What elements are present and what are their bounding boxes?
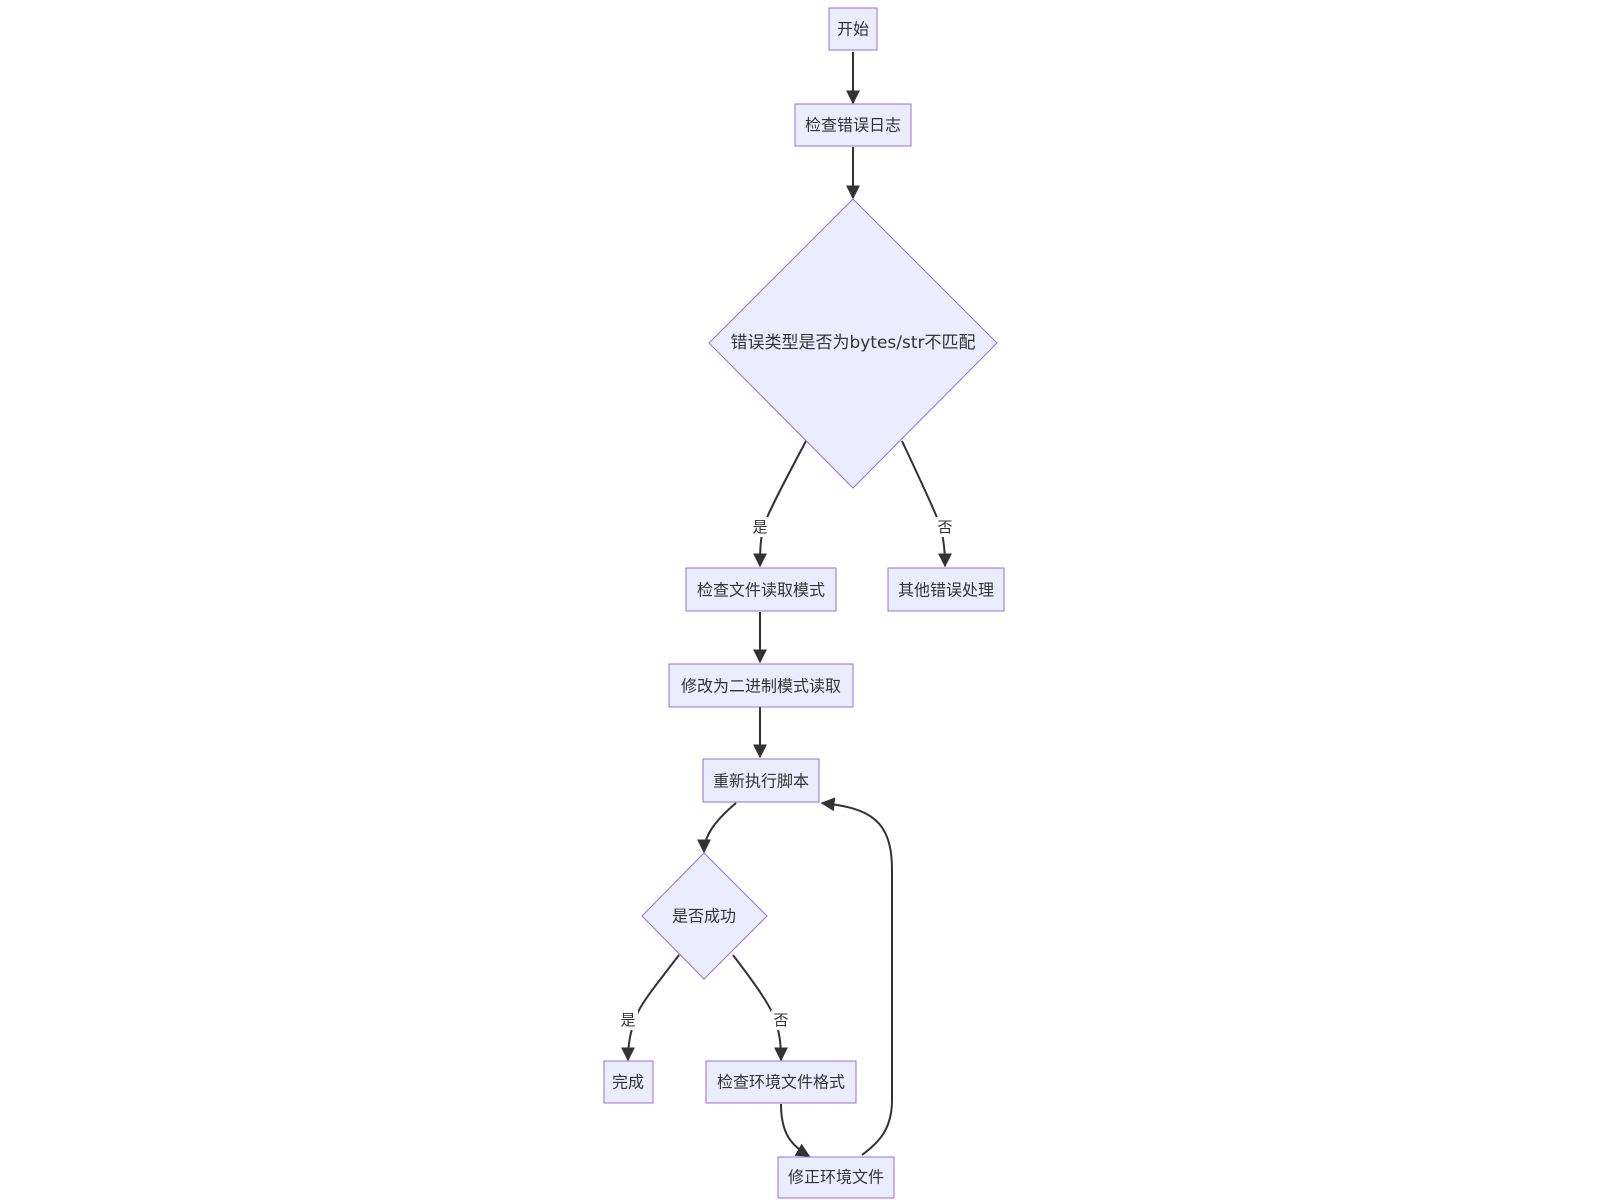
node-done-label: 完成 [612, 1073, 644, 1092]
node-check-read-mode-label: 检查文件读取模式 [697, 581, 825, 600]
node-fix-env-label: 修正环境文件 [788, 1168, 884, 1187]
node-other-errors-label: 其他错误处理 [898, 581, 994, 600]
decision-error-type-label: 错误类型是否为bytes/str不匹配 [730, 333, 975, 353]
node-rerun[interactable]: 重新执行脚本 [702, 758, 820, 803]
edge-label-type-no: 否 [935, 517, 955, 537]
edge-check-env-to-fix-env [780, 1103, 811, 1157]
edge-label-success-yes-text: 是 [620, 1011, 635, 1029]
edge-label-type-no-text: 否 [937, 518, 952, 536]
node-check-log[interactable]: 检查错误日志 [794, 103, 912, 147]
node-check-env-label: 检查环境文件格式 [717, 1073, 845, 1092]
edge-rerun-to-decision-success [697, 802, 737, 854]
decision-error-type[interactable]: 错误类型是否为bytes/str不匹配 [708, 198, 998, 489]
edge-label-success-no-text: 否 [773, 1011, 788, 1029]
node-start[interactable]: 开始 [828, 7, 878, 51]
node-binary-mode-label: 修改为二进制模式读取 [681, 677, 841, 696]
edge-fix-env-to-rerun [820, 797, 893, 1156]
node-rerun-label: 重新执行脚本 [713, 772, 809, 791]
node-start-label: 开始 [837, 20, 869, 39]
node-check-env[interactable]: 检查环境文件格式 [705, 1060, 857, 1104]
edge-decision-success-yes [621, 954, 680, 1062]
nodes: 开始 检查错误日志 错误类型是否为bytes/str不匹配 检查文件读取模式 其… [603, 7, 1005, 1199]
edge-decision-type-no [901, 440, 952, 568]
edge-labels: 是 否 是 否 [618, 517, 955, 1030]
node-check-read-mode[interactable]: 检查文件读取模式 [685, 567, 837, 612]
edge-label-success-no: 否 [771, 1010, 791, 1030]
decision-success[interactable]: 是否成功 [641, 852, 768, 980]
edge-label-type-yes: 是 [750, 517, 770, 537]
node-check-log-label: 检查错误日志 [805, 116, 901, 135]
edge-decision-type-yes [753, 440, 807, 568]
edge-label-success-yes: 是 [618, 1010, 638, 1030]
node-other-errors[interactable]: 其他错误处理 [887, 567, 1005, 612]
node-binary-mode[interactable]: 修改为二进制模式读取 [668, 663, 854, 708]
node-done[interactable]: 完成 [603, 1060, 654, 1104]
edge-decision-success-no [732, 954, 788, 1062]
edge-label-type-yes-text: 是 [752, 518, 767, 536]
node-fix-env[interactable]: 修正环境文件 [777, 1156, 895, 1199]
decision-success-label: 是否成功 [672, 907, 736, 926]
